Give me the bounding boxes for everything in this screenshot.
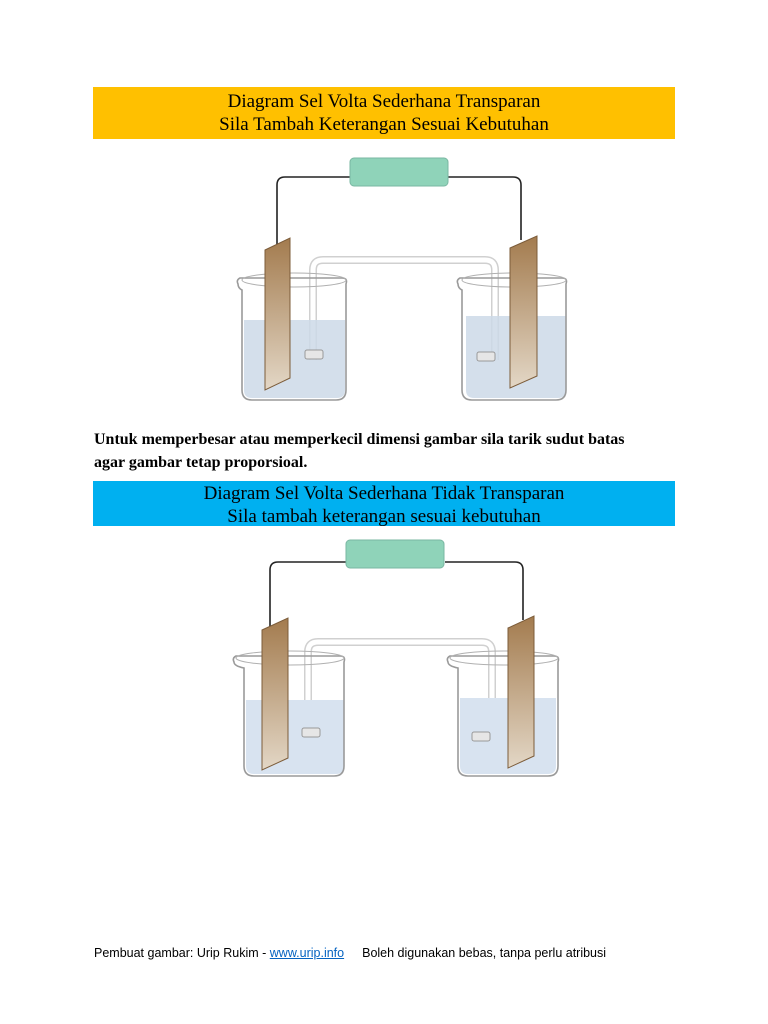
instruction-line: agar gambar tetap proporsioal. — [94, 454, 308, 471]
opaque-diagram-title-banner: Diagram Sel Volta Sederhana Tidak Transp… — [93, 481, 675, 527]
banner-subtitle-line: Sila tambah keterangan sesuai kebutuhan — [227, 506, 541, 527]
transparent-diagram-title-banner: Diagram Sel Volta Sederhana Transparan S… — [93, 87, 675, 139]
voltaic-cell-diagram-transparent[interactable] — [220, 150, 580, 410]
website-link[interactable]: www.urip.info — [269, 946, 345, 960]
banner-title-line: Diagram Sel Volta Sederhana Tidak Transp… — [203, 483, 565, 504]
left-beaker — [236, 272, 348, 401]
banner-subtitle-line: Sila Tambah Keterangan Sesuai Kebutuhan — [219, 114, 549, 135]
instruction-line: Untuk memperbesar atau memperkecil dimen… — [94, 431, 625, 448]
right-electrode[interactable] — [509, 235, 538, 389]
left-electrode[interactable] — [261, 617, 289, 771]
footer-credit: Pembuat gambar: Urip Rukim - www.urip.in… — [94, 946, 694, 960]
footer-license-note: Boleh digunakan bebas, tanpa perlu atrib… — [362, 946, 607, 960]
wire-left — [276, 176, 350, 250]
wire-right — [448, 176, 522, 240]
left-electrode[interactable] — [264, 237, 291, 391]
banner-title-line: Diagram Sel Volta Sederhana Transparan — [227, 91, 541, 112]
voltmeter[interactable] — [345, 539, 445, 569]
footer-credit-text: Pembuat gambar: Urip Rukim - — [94, 946, 270, 960]
wire-left — [269, 561, 348, 630]
voltaic-cell-diagram-opaque[interactable] — [220, 530, 580, 790]
voltmeter[interactable] — [349, 157, 449, 187]
right-electrode[interactable] — [507, 615, 535, 769]
wire-right — [445, 561, 524, 620]
instruction-text: Untuk memperbesar atau memperkecil dimen… — [94, 428, 694, 474]
